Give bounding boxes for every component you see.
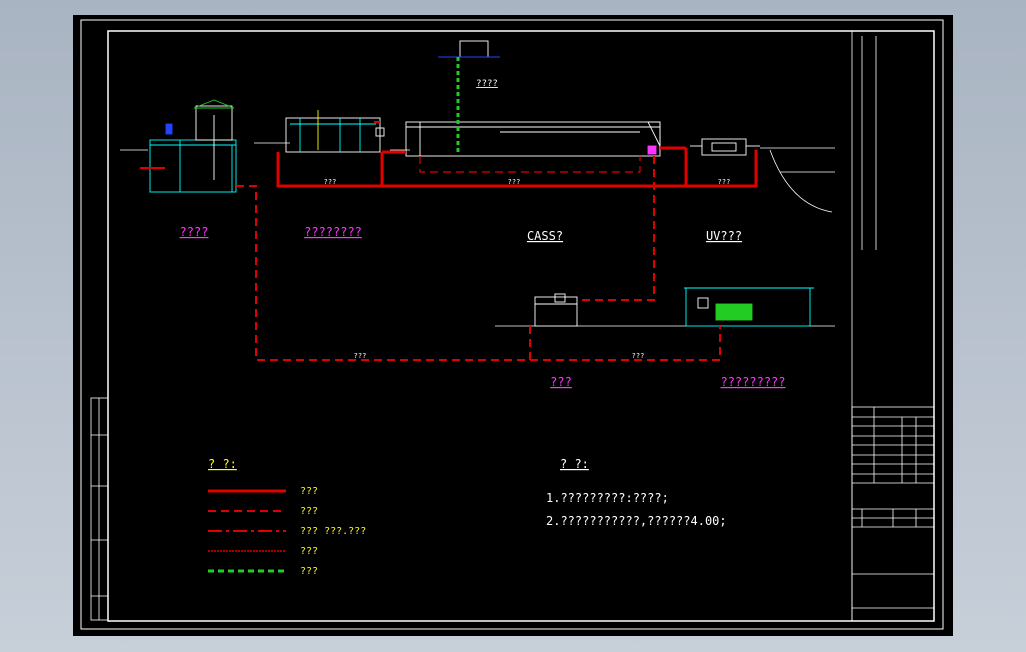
adjust-tank bbox=[285, 110, 385, 153]
pipe-label: ??? bbox=[324, 178, 337, 186]
inner-frame bbox=[107, 30, 935, 622]
label-sludge: ??? bbox=[550, 375, 572, 389]
blower-house bbox=[438, 40, 500, 58]
grille-tank bbox=[140, 99, 237, 193]
legend-label: ??? bbox=[300, 486, 318, 497]
sludge-tank bbox=[534, 293, 578, 327]
cass-tank bbox=[405, 121, 661, 157]
legend-title: ? ?: bbox=[208, 457, 237, 471]
notes: ? ?: 1.?????????:????; 2.???????????,???… bbox=[546, 457, 727, 528]
uv-unit bbox=[690, 138, 760, 156]
water-pipes bbox=[276, 146, 758, 188]
label-adjust: ???????? bbox=[304, 225, 362, 239]
left-margin-block bbox=[90, 397, 109, 621]
label-cass: CASS? bbox=[527, 229, 563, 243]
notes-title: ? ?: bbox=[560, 457, 589, 471]
label-dewater: ????????? bbox=[720, 375, 785, 389]
legend: ? ?: ??? ??? ??? ???.??? ??? ??? bbox=[208, 457, 366, 577]
label-grille: ???? bbox=[180, 225, 209, 239]
unit-labels: ???? ???????? CASS? UV??? ??? ????????? … bbox=[180, 79, 786, 389]
legend-label: ??? bbox=[300, 506, 318, 517]
legend-label: ??? ???.??? bbox=[300, 526, 366, 537]
label-uv: UV??? bbox=[706, 229, 742, 243]
legend-label: ??? bbox=[300, 546, 318, 557]
sludge-pipes bbox=[236, 156, 721, 361]
label-top-tank: ???? bbox=[476, 79, 498, 89]
outer-frame bbox=[80, 19, 944, 630]
legend-label: ??? bbox=[300, 566, 318, 577]
pipe-label: ??? bbox=[632, 352, 645, 360]
dewater-room bbox=[684, 287, 814, 327]
pipe-label: ??? bbox=[718, 178, 731, 186]
title-block bbox=[851, 31, 935, 622]
notes-line: 1.?????????:????; bbox=[546, 491, 669, 505]
pipe-label: ??? bbox=[508, 178, 521, 186]
notes-line: 2.???????????,??????4.00; bbox=[546, 514, 727, 528]
drawing-area bbox=[73, 15, 953, 636]
pipe-label: ??? bbox=[354, 352, 367, 360]
pipe-labels: ??? ??? ??? ??? ??? bbox=[324, 178, 731, 360]
ground-lines bbox=[120, 142, 835, 327]
